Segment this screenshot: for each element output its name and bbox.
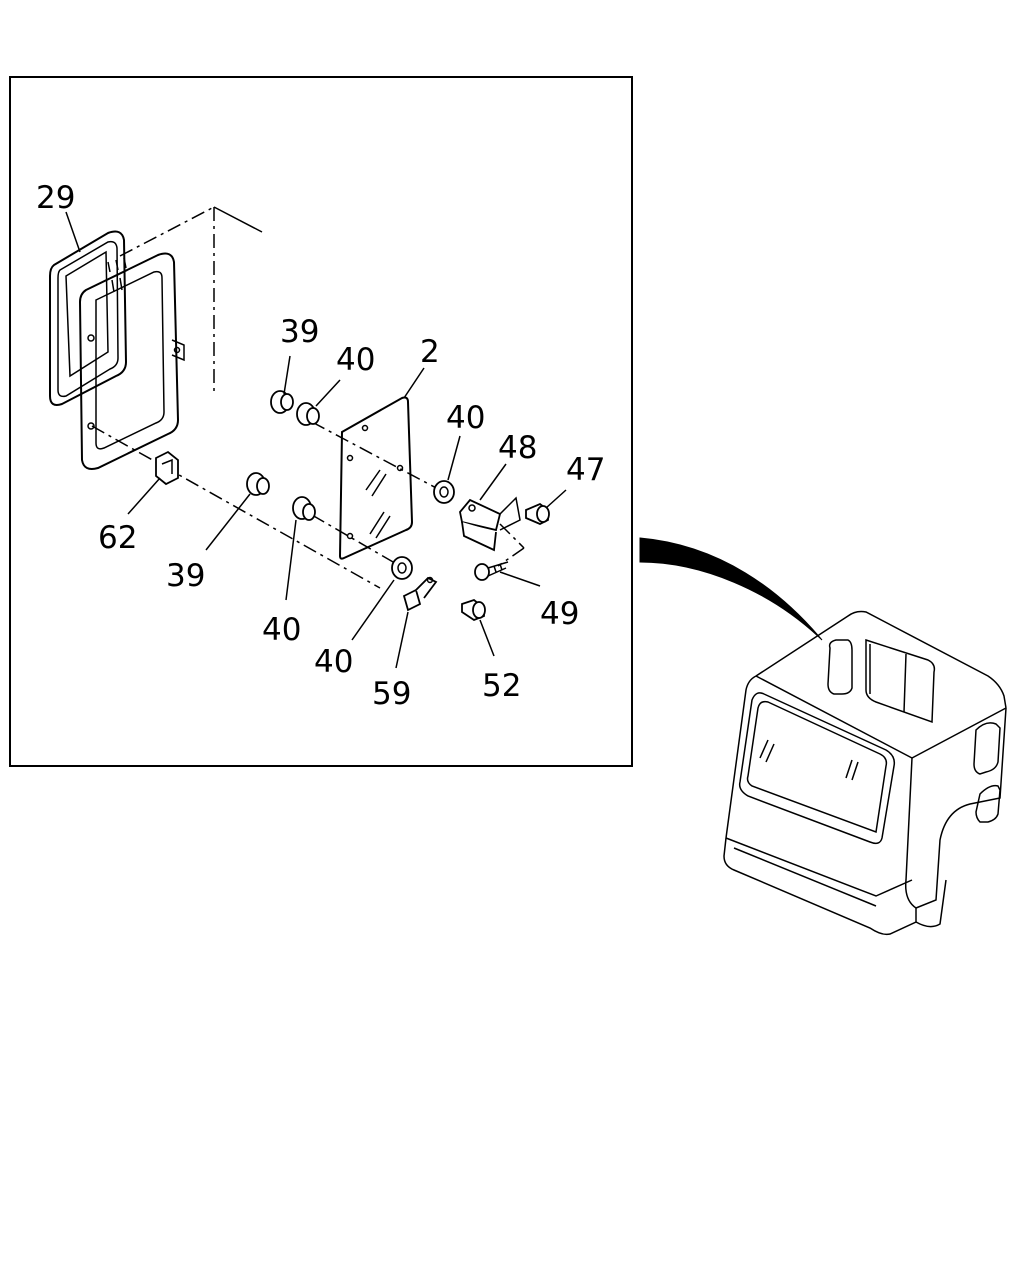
screw-47 bbox=[525, 502, 550, 525]
tapping-screw-49 bbox=[474, 561, 509, 581]
seal-frame-29 bbox=[49, 230, 185, 470]
clip-bracket-59 bbox=[402, 576, 438, 612]
grommet-39-lower bbox=[246, 472, 270, 496]
callout-40-right: 40 bbox=[446, 400, 485, 436]
callout-2: 2 bbox=[420, 334, 440, 370]
callout-40-lower: 40 bbox=[262, 612, 301, 648]
pointer-arrow bbox=[639, 537, 823, 641]
detail-frame bbox=[9, 76, 633, 767]
glass-2 bbox=[338, 396, 414, 560]
callout-40-upper: 40 bbox=[336, 342, 375, 378]
screw-52 bbox=[461, 598, 486, 622]
leader-lines bbox=[65, 211, 567, 669]
washer-40-right bbox=[433, 480, 455, 504]
bushing-40-upper bbox=[296, 402, 320, 426]
callout-49: 49 bbox=[540, 596, 579, 632]
clip-62 bbox=[155, 450, 179, 486]
callout-62: 62 bbox=[98, 520, 137, 556]
callout-52: 52 bbox=[482, 668, 521, 704]
callout-39-lower: 39 bbox=[166, 558, 205, 594]
latch-bracket-48 bbox=[459, 496, 521, 552]
bushing-40-lower bbox=[292, 496, 316, 521]
callout-40-bottom: 40 bbox=[314, 644, 353, 680]
callout-59: 59 bbox=[372, 676, 411, 712]
callout-48: 48 bbox=[498, 430, 537, 466]
callout-47: 47 bbox=[566, 452, 605, 488]
grommet-39-upper bbox=[270, 390, 294, 414]
truck-cab-overview bbox=[723, 610, 1007, 936]
washer-40-bottom bbox=[391, 556, 413, 580]
callout-39-upper: 39 bbox=[280, 314, 319, 350]
callout-29: 29 bbox=[36, 180, 75, 216]
